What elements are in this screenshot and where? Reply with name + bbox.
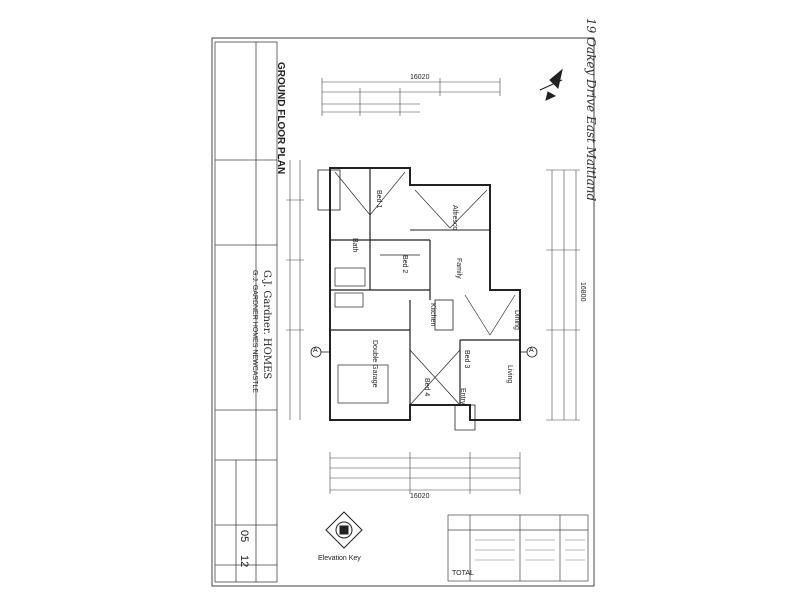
section-markers [310,346,538,358]
room-label-bed-2: Bed 2 [401,255,408,274]
company-logo: G.J. Gardner. HOMES [261,270,272,380]
floor-plan [317,167,521,431]
right-dimensions [546,169,580,421]
elevation-key-label: Elevation Key [318,555,361,562]
room-label-kitchen: Kitchen [429,303,436,327]
dimension-right: 16800 [579,282,586,302]
room-label-bath: Bath [351,238,358,253]
room-label-bed-1: Bed 1 [375,190,382,209]
sheet-number: 05 [238,530,250,543]
bottom-dimensions [329,452,521,494]
room-label-garage: Double Garage [371,340,378,388]
schedule-total-label: TOTAL [452,570,474,577]
top-dimensions [321,78,501,116]
room-label-living: Living [506,365,513,384]
dimension-top: 16020 [410,74,430,81]
section-marker-left: A [313,347,318,354]
section-marker-right: A [529,347,534,354]
room-label-alfresco: Alfresco [451,205,458,231]
title-block [214,41,278,583]
sheet-border [211,37,595,587]
schedule-box [447,514,589,582]
dimension-bottom: 16020 [410,493,430,500]
elevation-key-icon [325,511,363,549]
schedule-lines [475,539,585,561]
room-label-bed-3: Bed 3 [463,350,470,369]
sheet-total: 12 [238,555,250,568]
room-label-family: Family [455,258,462,279]
company-name: G.J. GARDNER HOMES NEWCASTLE [251,270,258,393]
drawing-title: GROUND FLOOR PLAN [275,62,286,175]
north-arrow-icon [539,68,563,101]
handwritten-address: 19 Oakey Drive East Maitland [584,18,598,202]
room-label-bed-4: Bed 4 [423,378,430,397]
room-label-dining: Dining [513,310,520,330]
left-dimensions [286,160,304,420]
room-label-entry: Entry [459,388,466,405]
